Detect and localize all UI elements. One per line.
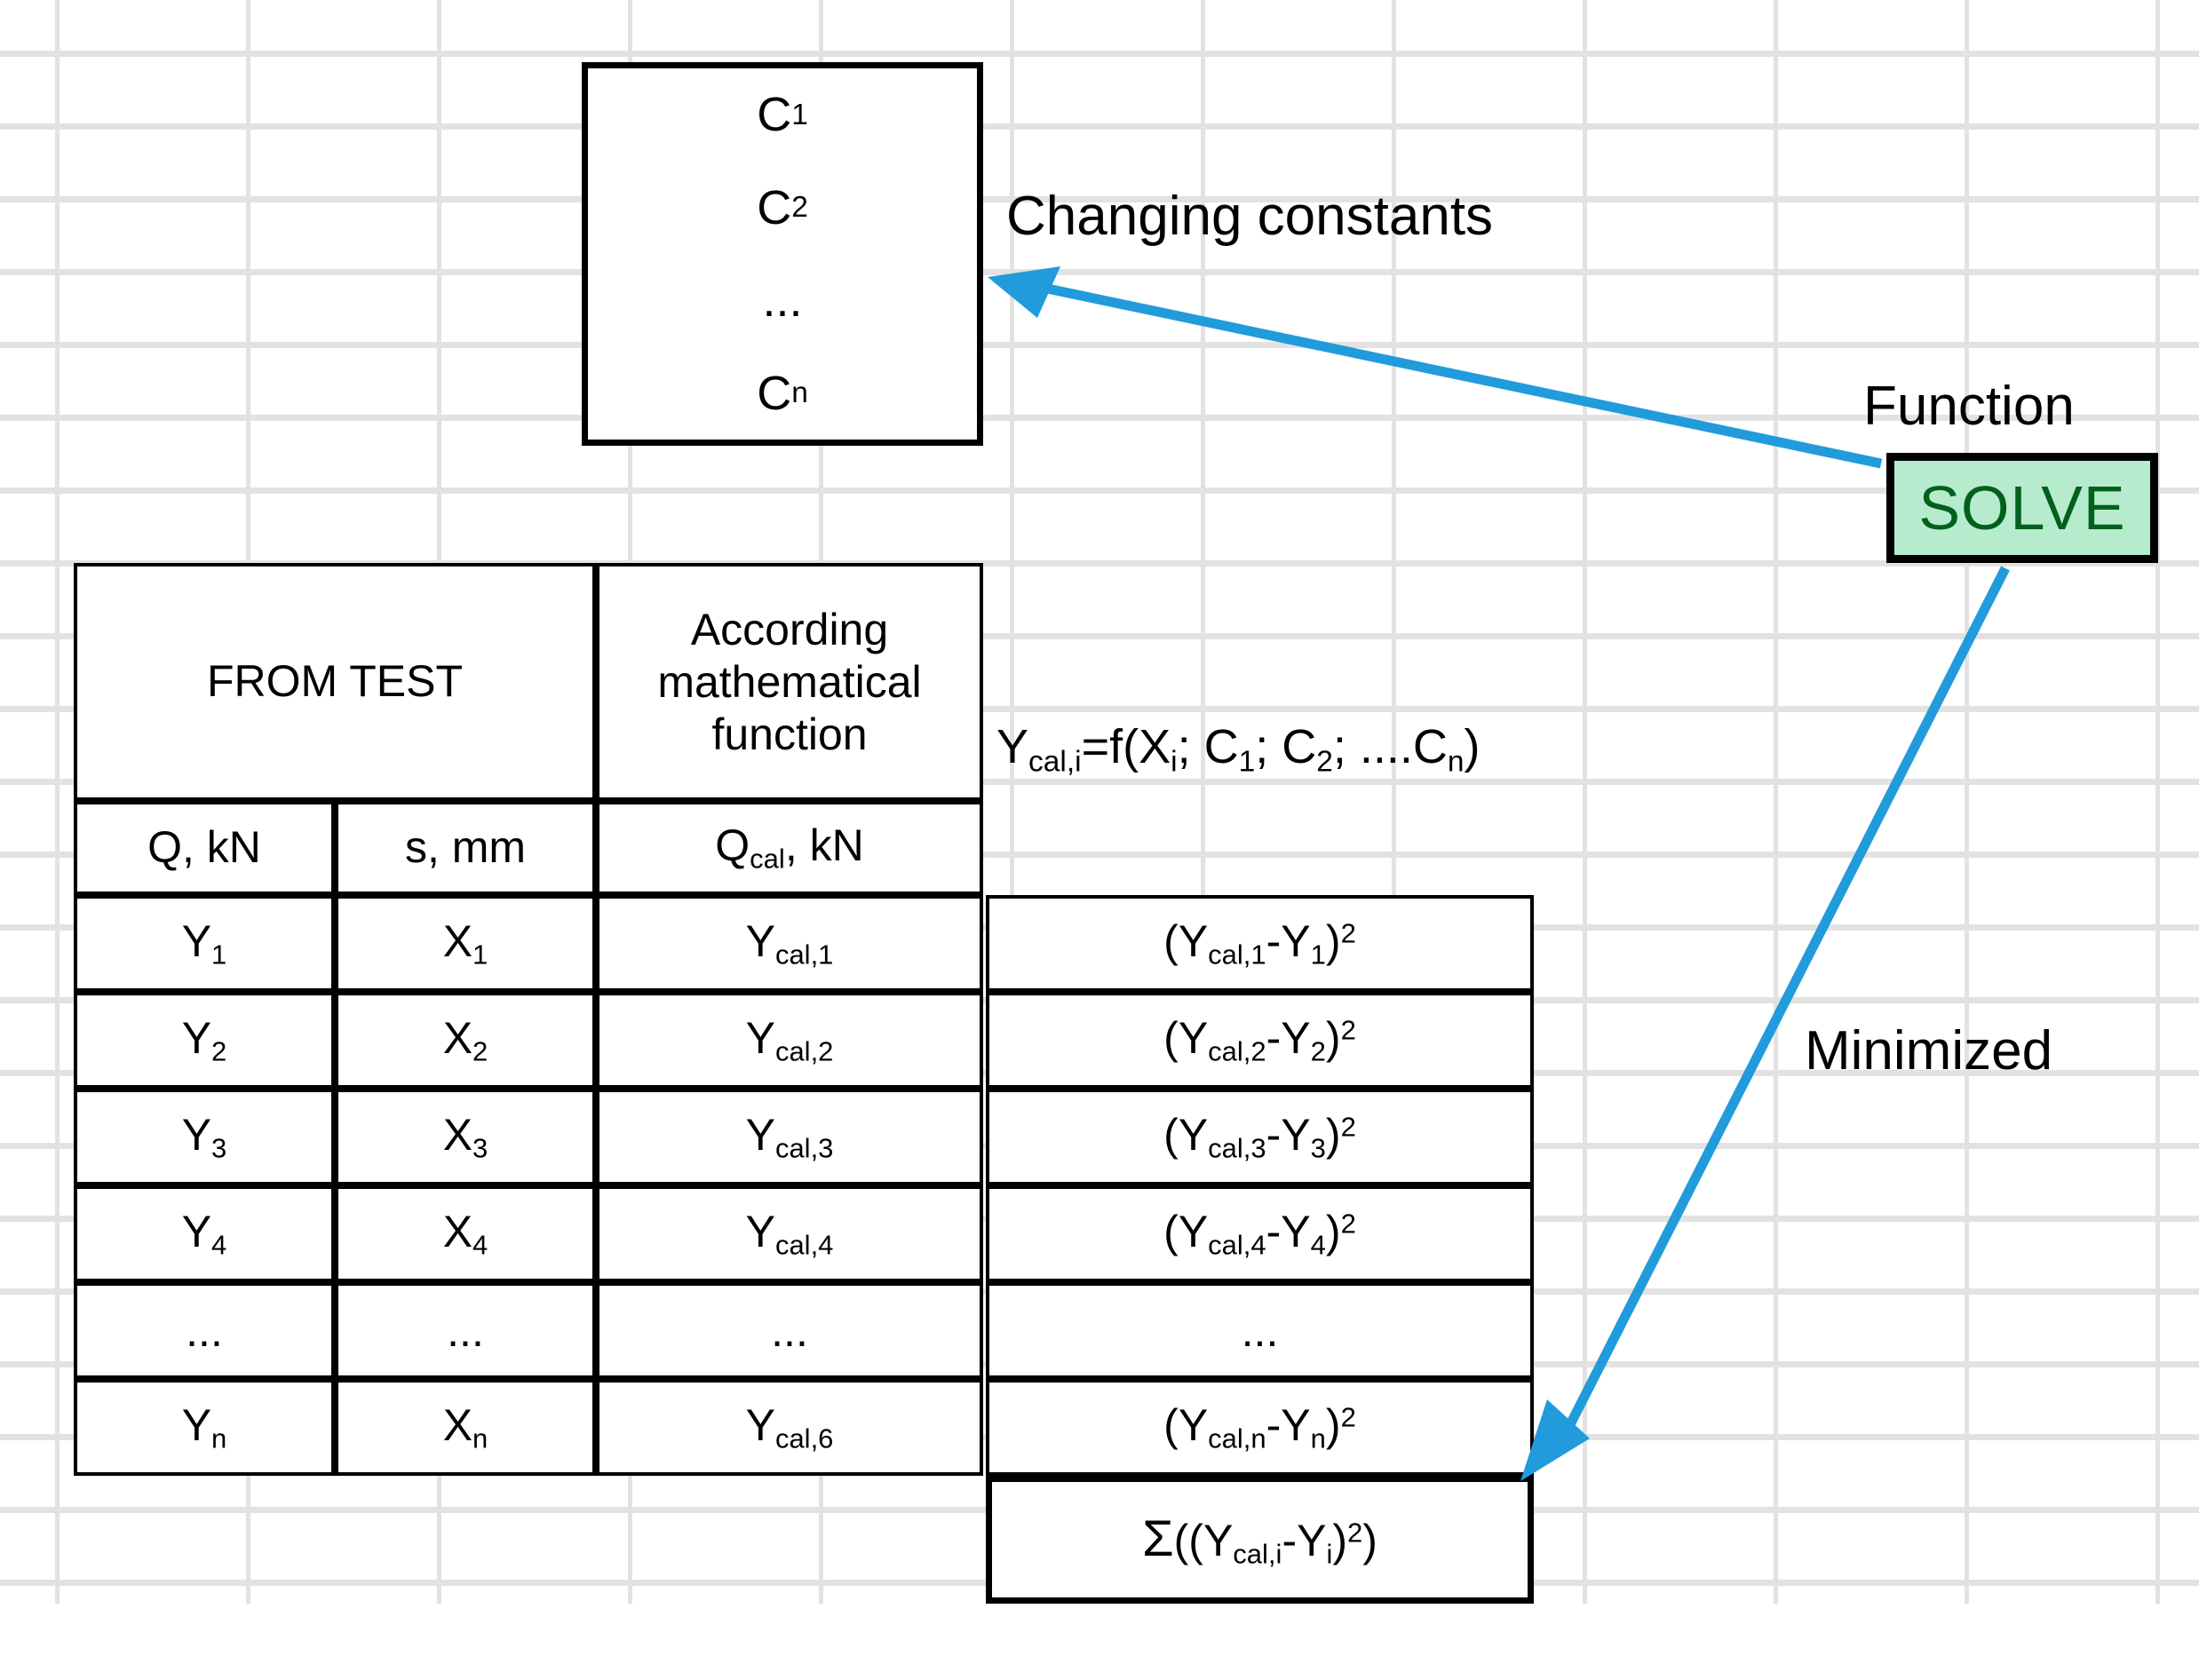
grid-line-horizontal bbox=[0, 560, 2199, 567]
cell-value: ... bbox=[1241, 1305, 1279, 1356]
cell-s: X4 bbox=[335, 1185, 596, 1282]
cell-value: (Ycal,2-Y2)2 bbox=[1163, 1013, 1356, 1067]
cell-value: (Ycal,4-Y4)2 bbox=[1163, 1207, 1356, 1261]
cell-value: Ycal,3 bbox=[745, 1110, 834, 1164]
grid-line-horizontal bbox=[0, 487, 2199, 494]
constant-subscript: n bbox=[791, 376, 808, 409]
constant-item-ellipsis: ... bbox=[588, 276, 977, 324]
grid-line-vertical bbox=[1201, 0, 1205, 1604]
cell-squared-difference: (Ycal,3-Y3)2 bbox=[986, 1089, 1534, 1185]
cell-value: Ycal,2 bbox=[745, 1013, 834, 1067]
cell-value: Y3 bbox=[181, 1110, 227, 1164]
sum-cell: Σ((Ycal,i-Yi)2) bbox=[986, 1476, 1534, 1604]
formula-lhs: Y bbox=[996, 720, 1029, 773]
constant-base: C bbox=[757, 366, 792, 420]
cell-s: X2 bbox=[335, 992, 596, 1089]
constant-base: ... bbox=[762, 273, 803, 328]
solve-button[interactable]: SOLVE bbox=[1886, 453, 2158, 563]
cell-squared-difference: (Ycal,2-Y2)2 bbox=[986, 992, 1534, 1089]
constant-base: C bbox=[757, 88, 792, 142]
constant-subscript: 1 bbox=[791, 98, 808, 131]
constant-subscript: 2 bbox=[791, 191, 808, 224]
cell-q: Y1 bbox=[74, 895, 335, 992]
grid-line-horizontal bbox=[0, 779, 2199, 785]
cell-s: X1 bbox=[335, 895, 596, 992]
cell-value: Ycal,1 bbox=[745, 916, 834, 971]
cell-value: (Ycal,3-Y3)2 bbox=[1163, 1110, 1356, 1164]
cell-value: X2 bbox=[442, 1013, 488, 1067]
sum-formula: Σ((Ycal,i-Yi)2) bbox=[1142, 1510, 1377, 1570]
cell-value: Ycal,6 bbox=[745, 1400, 834, 1454]
cell-qcal: Ycal,2 bbox=[596, 992, 983, 1089]
grid-line-horizontal bbox=[0, 852, 2199, 858]
solve-button-label: SOLVE bbox=[1918, 473, 2126, 543]
grid-line-horizontal bbox=[0, 342, 2199, 348]
cell-value: Y2 bbox=[181, 1013, 227, 1067]
group-header-label: FROM TEST bbox=[207, 656, 463, 707]
cell-qcal: Ycal,4 bbox=[596, 1185, 983, 1282]
cell-value: ... bbox=[447, 1305, 484, 1356]
cell-q: Yn bbox=[74, 1379, 335, 1476]
cell-q: Y2 bbox=[74, 992, 335, 1089]
grid-line-horizontal bbox=[0, 706, 2199, 712]
cell-value: Y1 bbox=[181, 916, 227, 971]
cell-q: ... bbox=[74, 1282, 335, 1379]
cell-value: Y4 bbox=[181, 1207, 227, 1261]
minimized-label: Minimized bbox=[1805, 1020, 2053, 1082]
group-header-from-test: FROM TEST bbox=[74, 563, 596, 801]
column-header-label: Q, kN bbox=[147, 822, 261, 873]
column-header-qcal: Qcal, kN bbox=[596, 801, 983, 895]
grid-line-vertical bbox=[1392, 0, 1396, 1604]
group-header-according-math-function: According mathematical function bbox=[596, 563, 983, 801]
cell-squared-difference: (Ycal,1-Y1)2 bbox=[986, 895, 1534, 992]
cell-qcal: ... bbox=[596, 1282, 983, 1379]
grid-line-horizontal bbox=[0, 633, 2199, 639]
grid-line-vertical bbox=[1010, 0, 1014, 1604]
cell-value: Xn bbox=[442, 1400, 488, 1454]
cell-value: X3 bbox=[442, 1110, 488, 1164]
cell-qcal: Ycal,1 bbox=[596, 895, 983, 992]
cell-squared-difference: ... bbox=[986, 1282, 1534, 1379]
grid-line-horizontal bbox=[0, 269, 2199, 275]
grid-line-horizontal bbox=[0, 196, 2199, 202]
cell-q: Y4 bbox=[74, 1185, 335, 1282]
cell-value: X1 bbox=[442, 916, 488, 971]
changing-constants-label: Changing constants bbox=[1006, 186, 1494, 247]
column-header-q: Q, kN bbox=[74, 801, 335, 895]
cell-value: Ycal,4 bbox=[745, 1207, 834, 1261]
cell-value: ... bbox=[186, 1305, 223, 1356]
function-label: Function bbox=[1863, 376, 2075, 437]
column-header-label: Qcal, kN bbox=[715, 820, 864, 876]
grid-line-vertical bbox=[2155, 0, 2160, 1604]
cell-s: Xn bbox=[335, 1379, 596, 1476]
cell-qcal: Ycal,3 bbox=[596, 1089, 983, 1185]
cell-value: ... bbox=[771, 1305, 808, 1356]
constant-base: C bbox=[757, 180, 792, 234]
group-header-label: According mathematical function bbox=[657, 604, 922, 759]
cell-value: Yn bbox=[181, 1400, 227, 1454]
cell-s: X3 bbox=[335, 1089, 596, 1185]
column-header-s: s, mm bbox=[335, 801, 596, 895]
column-header-label: s, mm bbox=[404, 822, 527, 873]
cell-value: (Ycal,1-Y1)2 bbox=[1163, 916, 1356, 971]
grid-line-horizontal bbox=[0, 123, 2199, 130]
cell-value: X4 bbox=[442, 1207, 488, 1261]
grid-line-vertical bbox=[55, 0, 60, 1604]
cell-squared-difference: (Ycal,4-Y4)2 bbox=[986, 1185, 1534, 1282]
cell-qcal: Ycal,6 bbox=[596, 1379, 983, 1476]
grid-line-horizontal bbox=[0, 51, 2199, 57]
cell-value: (Ycal,n-Yn)2 bbox=[1163, 1400, 1356, 1454]
cell-s: ... bbox=[335, 1282, 596, 1379]
cell-q: Y3 bbox=[74, 1089, 335, 1185]
cell-squared-difference: (Ycal,n-Yn)2 bbox=[986, 1379, 1534, 1476]
function-formula: Ycal,i=f(Xi; C1; C2; ....Cn) bbox=[996, 720, 1481, 779]
